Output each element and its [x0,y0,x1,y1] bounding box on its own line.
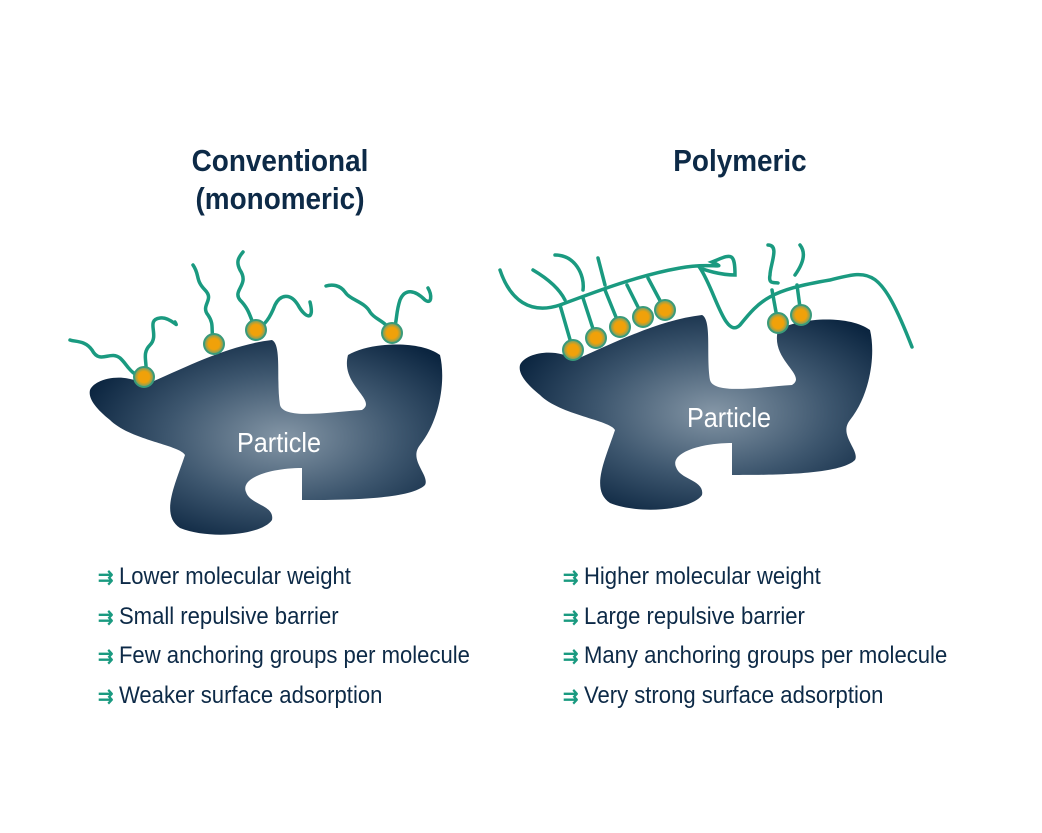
list-item: ⇉Lower molecular weight [98,563,351,590]
double-arrow-icon: ⇉ [563,567,579,589]
anchor-groups-right [562,299,812,361]
polymeric-title: Polymeric [673,143,807,178]
anchor-group [790,304,812,326]
particle-label-left: Particle [237,427,321,459]
anchor-group [585,327,607,349]
conventional-title: Conventional (monomeric) [172,142,388,218]
double-arrow-icon: ⇉ [563,685,579,708]
list-item: ⇉Small repulsive barrier [98,602,339,630]
double-arrow-icon: ⇉ [98,685,114,708]
anchor-group [632,306,654,328]
double-arrow-icon: ⇉ [98,646,114,668]
polymeric-properties: ⇉Higher molecular weight ⇉Large repulsiv… [563,558,981,716]
particle-label-right: Particle [687,402,771,434]
list-item: ⇉Weaker surface adsorption [98,681,383,709]
list-item: ⇉Few anchoring groups per molecule [98,642,470,669]
double-arrow-icon: ⇉ [563,606,579,629]
list-item: ⇉Large repulsive barrier [563,602,805,630]
list-item: ⇉Many anchoring groups per molecule [563,642,948,669]
list-item: ⇉Very strong surface adsorption [563,681,884,709]
anchor-group [609,316,631,338]
anchor-group [654,299,676,321]
list-item: ⇉Higher molecular weight [563,563,821,590]
anchor-group [381,322,403,344]
double-arrow-icon: ⇉ [563,646,579,668]
anchor-group [133,366,155,388]
monomeric-chains [68,250,433,379]
conventional-title-line1: Conventional [191,143,369,178]
anchor-group [203,333,225,355]
double-arrow-icon: ⇉ [98,567,114,589]
anchor-groups-left [133,319,403,388]
conventional-title-line2: (monomeric) [195,181,365,216]
double-arrow-icon: ⇉ [98,606,114,629]
anchor-group [562,339,584,361]
anchor-group [767,312,789,334]
anchor-group [245,319,267,341]
conventional-properties: ⇉Lower molecular weight ⇉Small repulsive… [98,558,502,716]
